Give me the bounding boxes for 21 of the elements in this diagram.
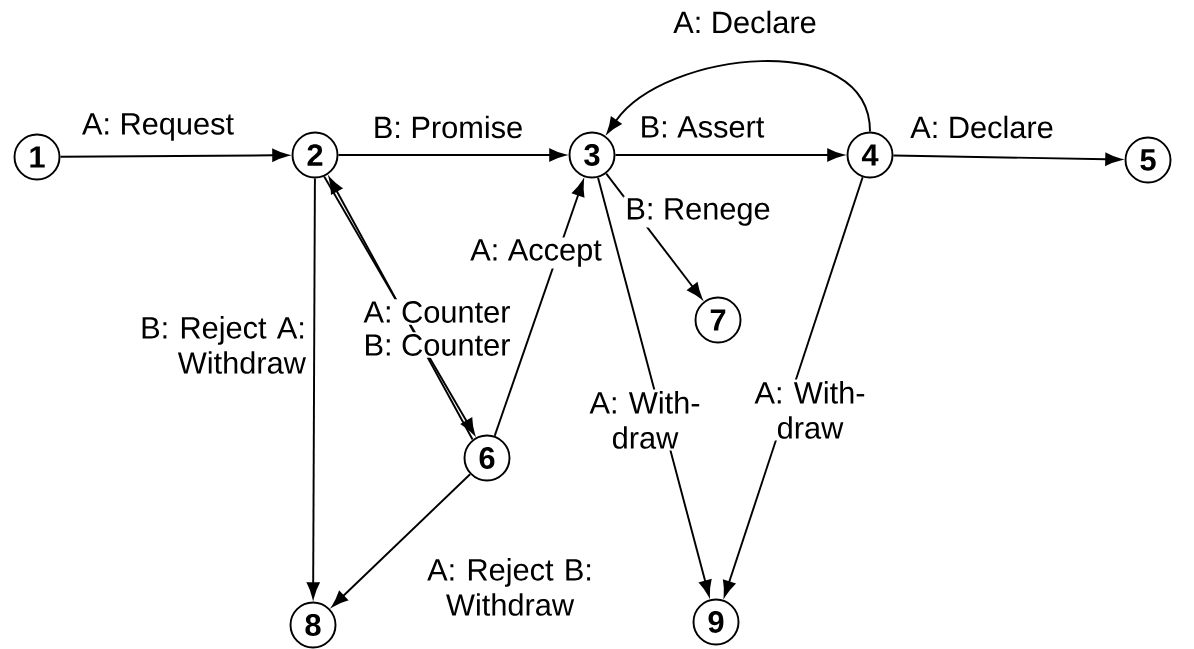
edge-label: A: Accept bbox=[468, 237, 604, 269]
arrow bbox=[337, 148, 566, 162]
edge-label: A: Declare bbox=[908, 113, 1056, 141]
arrow bbox=[306, 177, 320, 599]
edge-label: B: Reject A: Withdraw bbox=[124, 314, 308, 376]
edge-label: B: Promise bbox=[371, 113, 525, 141]
edge-label: B: Counter bbox=[361, 332, 513, 358]
edge-label: B: Assert bbox=[637, 114, 767, 140]
arrow bbox=[614, 148, 844, 162]
arrow bbox=[892, 152, 1122, 166]
edge-label: A: Counter bbox=[361, 299, 513, 325]
arrow bbox=[59, 148, 289, 162]
edge-label: B: Renege bbox=[623, 196, 773, 228]
arrow bbox=[493, 180, 585, 437]
edge-label: A: With- draw bbox=[745, 379, 875, 441]
edge-label: A: Declare bbox=[671, 8, 819, 36]
arrow bbox=[606, 60, 871, 134]
edge-label: A: Request bbox=[80, 111, 236, 143]
edge-label: A: With- draw bbox=[580, 389, 710, 451]
arrow bbox=[331, 473, 472, 607]
edge-label: A: Reject B: Withdraw bbox=[418, 556, 602, 618]
